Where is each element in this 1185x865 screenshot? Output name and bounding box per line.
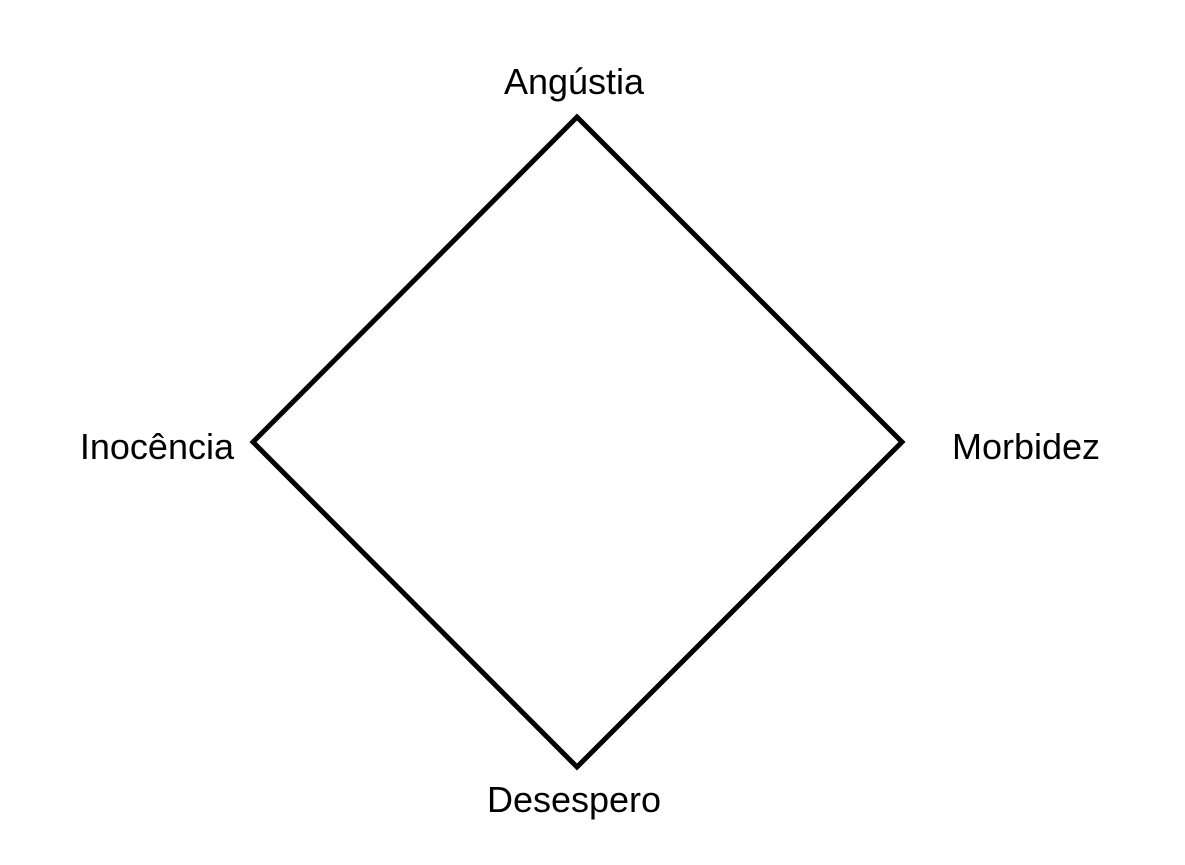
label-left-vertex: Inocência bbox=[79, 426, 234, 467]
diamond-shape bbox=[249, 113, 906, 771]
label-bottom-vertex: Desespero bbox=[486, 779, 662, 820]
label-top-vertex: Angústia bbox=[503, 61, 645, 102]
label-right-vertex: Morbidez bbox=[952, 426, 1101, 467]
